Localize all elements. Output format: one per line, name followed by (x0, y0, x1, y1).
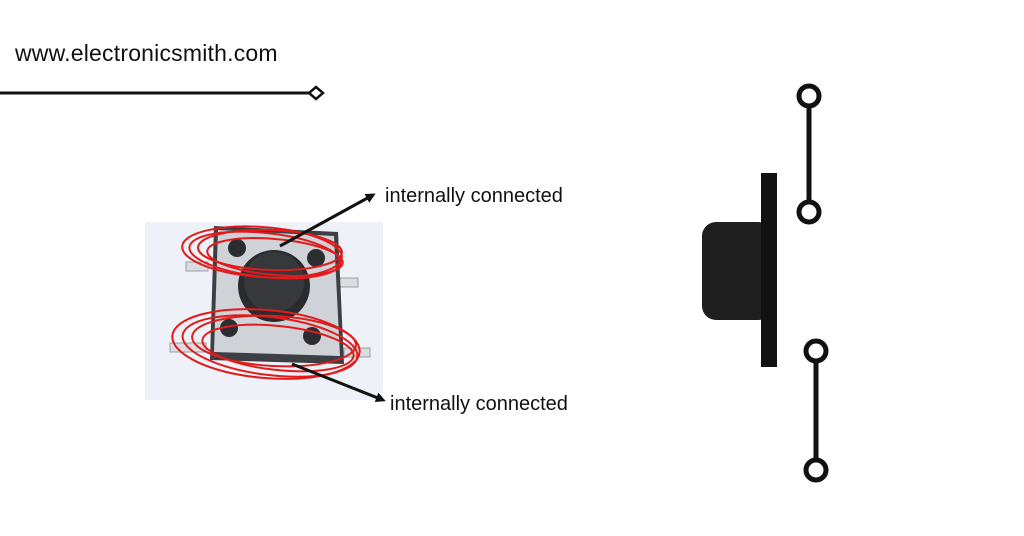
label-internally-connected-bottom: internally connected (390, 393, 568, 416)
url-underline (0, 87, 323, 99)
label-internally-connected-top: internally connected (385, 185, 563, 208)
tactile-switch-icon (145, 222, 383, 400)
push-button-schematic-icon (702, 86, 826, 480)
